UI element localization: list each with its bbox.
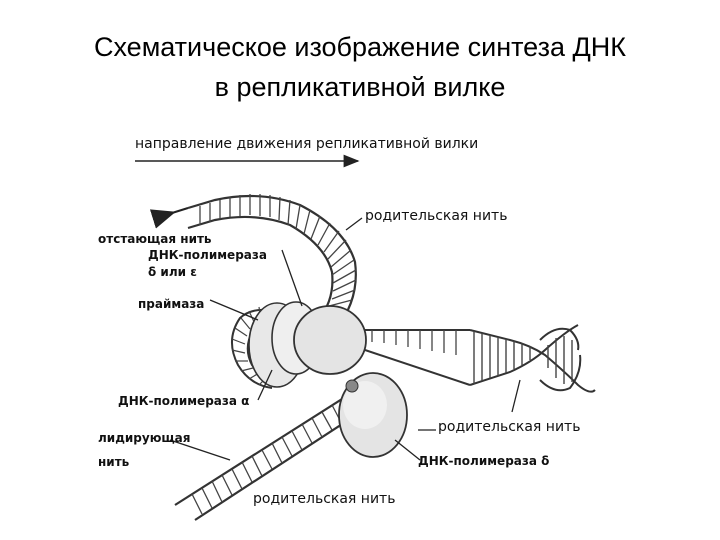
parent-strand-label-right: родительская нить	[438, 419, 580, 435]
polymerase-delta-epsilon-label: ДНК-полимераза	[148, 248, 267, 262]
lagging-strand-label: отстающая нить	[98, 232, 212, 246]
lagging-strand-loop	[149, 194, 357, 331]
primase-label: праймаза	[138, 297, 204, 311]
polymerase-complex	[248, 301, 408, 458]
diagram-title-line-2: в репликативной вилке	[214, 72, 506, 102]
parental-double-helix	[469, 324, 596, 393]
diagram-title-line-1: Схематическое изображение синтеза ДНК	[93, 32, 627, 62]
leading-strand-label-2: нить	[98, 455, 130, 469]
leading-strand-label-1: лидирующая	[98, 431, 190, 445]
polymerase-delta-epsilon-sublabel: δ или ε	[148, 265, 197, 279]
label-leader-lines	[169, 217, 521, 461]
direction-label: направление движения репликативной вилки	[135, 136, 478, 152]
polymerase-delta-label: ДНК-полимераза δ	[418, 454, 549, 468]
polymerase-alpha-label: ДНК-полимераза α	[118, 394, 249, 408]
parent-strand-label-bottom: родительская нить	[253, 491, 395, 507]
parent-strand-label-top: родительская нить	[365, 208, 507, 224]
